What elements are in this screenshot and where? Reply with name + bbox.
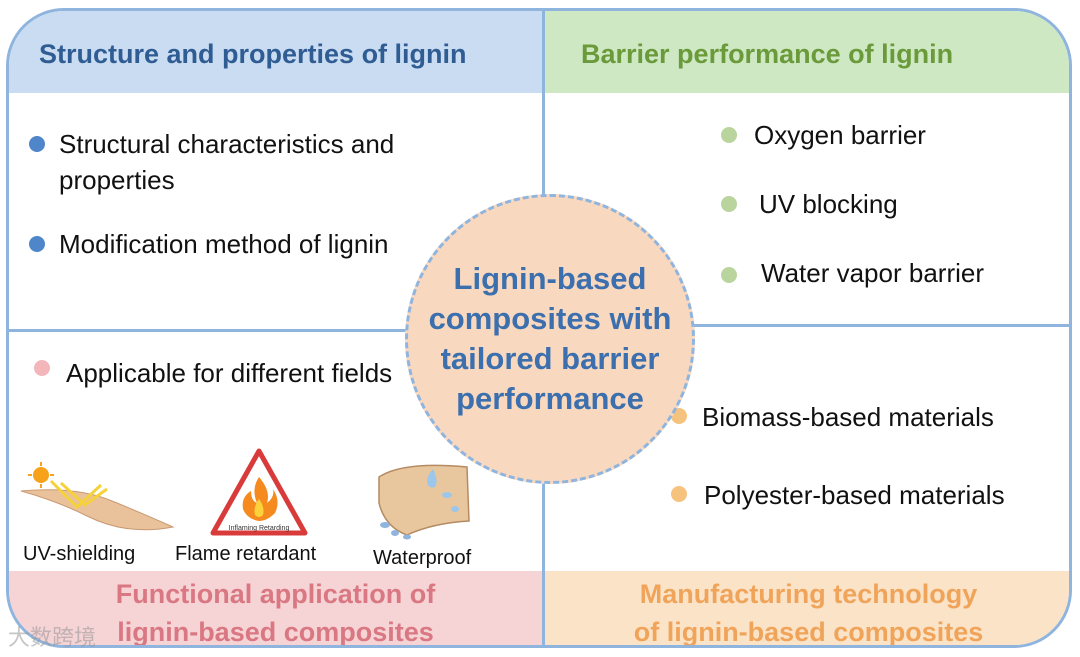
right-horizontal-divider [669,324,1069,327]
center-line: performance [456,381,644,416]
center-line: composites with [428,301,672,336]
bullet-dot [721,267,737,283]
bullet-dot [721,127,737,143]
footer-band-functional [9,571,542,645]
title-functional-application: Functional application of lignin-based c… [9,575,542,647]
left-horizontal-divider [9,329,409,332]
waterproof-icon [378,464,470,540]
bullet-dot [29,236,45,252]
item-structural-characteristics: Structural characteristics and propertie… [59,129,395,195]
flame-retardant-icon: Inflaming Retarding [210,448,308,536]
title-functional-line2: lignin-based composites [117,617,434,647]
center-line: Lignin-based [453,261,647,296]
title-manufacturing-technology: Manufacturing technology of lignin-based… [542,575,1069,647]
center-circle: Lignin-based composites with tailored ba… [405,194,695,484]
item-modification-method: Modification method of lignin [59,229,389,259]
diagram-frame: Structure and properties of lignin Barri… [6,8,1072,648]
center-line: tailored barrier [440,341,660,376]
caption-uv-shielding: UV-shielding [23,543,136,565]
bullet-dot [34,360,50,376]
footer-band-manufacturing [542,571,1069,645]
title-barrier-performance: Barrier performance of lignin [581,39,954,69]
item-oxygen-barrier: Oxygen barrier [754,120,926,150]
bullet-dot [721,196,737,212]
caption-waterproof: Waterproof [373,547,472,569]
item-water-vapor-barrier: Water vapor barrier [761,258,984,288]
item-biomass-based: Biomass-based materials [702,402,994,432]
item-applicable-fields: Applicable for different fields [66,358,393,388]
caption-flame-retardant: Flame retardant [175,543,317,565]
center-title: Lignin-based composites with tailored ba… [415,259,685,419]
watermark: 大数跨境 [8,625,97,650]
header-band-structure [9,11,542,93]
item-polyester-based: Polyester-based materials [704,480,1005,510]
title-functional-line1: Functional application of [115,579,436,609]
title-structure-properties: Structure and properties of lignin [39,39,467,69]
item-uv-blocking: UV blocking [759,189,898,219]
title-manufacturing-line1: Manufacturing technology [639,579,978,609]
flame-sign-text: Inflaming Retarding [229,525,290,532]
bullet-dot [29,136,45,152]
bullet-dot [671,486,687,502]
header-band-barrier [542,11,1069,93]
title-manufacturing-line2: of lignin-based composites [633,617,984,647]
uv-shielding-icon [20,462,175,531]
